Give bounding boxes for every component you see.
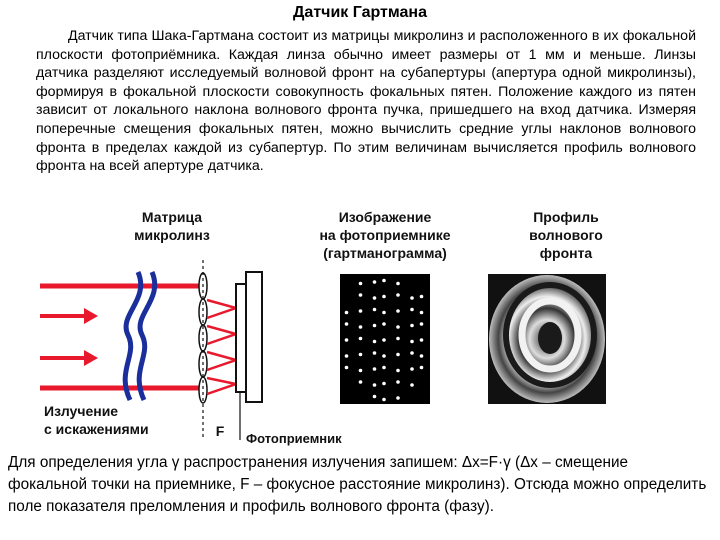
incoming-arrows [40,308,98,366]
focal-spot [344,310,349,315]
focal-spot [396,281,400,286]
focal-spot [344,322,349,326]
focal-spot [372,367,377,371]
label-image-2: на фотоприемнике [319,227,450,243]
label-matrix-2: микролинз [134,227,210,243]
focal-spot [358,380,363,384]
focal-spot [358,352,363,357]
label-photodetector: Фотоприемник [246,431,342,446]
focal-spot [410,367,414,371]
focal-spot [372,307,377,312]
focal-spot [419,354,424,358]
focal-spot [382,338,386,342]
focal-spot [344,338,349,342]
focal-spot [419,310,424,315]
distorted-wavefront [122,271,158,402]
focal-spot [382,354,386,358]
focused-beams [206,298,241,396]
label-profile-1: Профиль [533,209,599,225]
focal-spot [358,293,363,297]
focal-spot [410,323,414,328]
focal-spot [396,396,400,400]
focal-spot [396,325,400,329]
focal-spot [382,310,386,315]
focal-spot [410,339,414,344]
focal-spot [419,338,424,342]
focal-spot [410,383,414,387]
focal-spot [372,383,377,387]
focal-spot [410,296,414,300]
label-image-1: Изображение [339,209,432,225]
focal-spot [382,294,386,299]
focal-spot [382,278,386,283]
focal-spot [382,381,386,386]
shack-hartmann-diagram: Матрица микролинз Изображение на фотопри… [40,209,606,446]
label-profile-2: волнового [529,227,603,243]
intro-paragraph: Датчик типа Шака-Гартмана состоит из мат… [36,28,696,175]
focal-spot [372,351,377,355]
label-image-3: (гартманограмма) [323,245,447,261]
focal-spot [372,323,377,328]
focal-spot [419,322,424,326]
label-radiation-1: Излучение [44,403,118,419]
focal-spot [382,322,386,326]
focal-length-label: F [216,423,225,439]
focal-spot [419,294,424,299]
focal-spot [396,336,400,341]
focal-spot [358,368,363,373]
label-radiation-2: с искажениями [44,421,149,437]
focal-spot [410,351,414,355]
focal-spot [396,380,400,384]
focal-spot [372,394,377,399]
focal-spot [410,307,414,312]
focal-spot [396,352,400,357]
hartmanogram-image [340,274,430,404]
focal-spot [372,280,377,284]
page-title: Датчик Гартмана [293,4,427,21]
bottom-paragraph: Для определения угла γ распространения и… [8,454,707,515]
label-matrix-1: Матрица [142,209,202,225]
focal-spot [358,281,363,286]
focal-spot [358,325,363,329]
focal-spot [372,296,377,300]
focal-spot [344,354,349,358]
label-profile-3: фронта [540,245,593,261]
focal-spot [358,309,363,313]
focal-spot [419,365,424,370]
focal-spot [382,397,386,402]
focal-spot [358,336,363,341]
focal-spot [396,309,400,313]
focal-spot [396,368,400,373]
wavefront-profile-image [488,274,606,404]
focal-spot [382,365,386,370]
focal-spot [396,293,400,297]
focal-spot [344,365,349,370]
photodetector [235,271,263,403]
focal-spot [372,339,377,344]
beam-lines [40,283,200,391]
